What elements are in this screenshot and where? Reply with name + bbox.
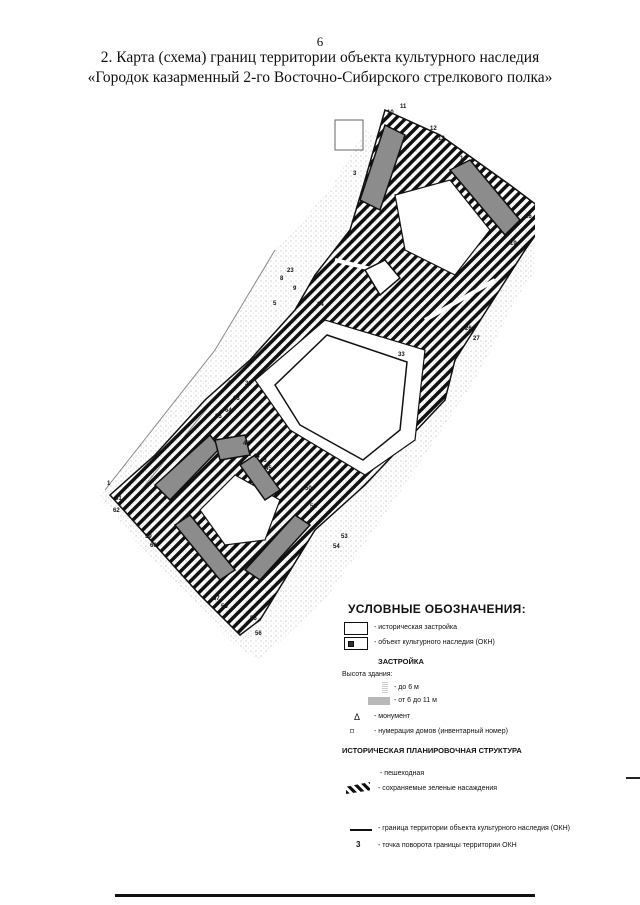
legend-height-label: Высота здания: (342, 671, 393, 678)
point-label: 63 (233, 396, 240, 402)
point-label: 42 (243, 441, 250, 447)
building-ne-1 (359, 123, 406, 212)
building-outline-ne (334, 119, 364, 151)
legend-pedestrian: - пешеходная (380, 770, 425, 777)
point-label: 54 (333, 544, 340, 550)
point-label: 14 (460, 156, 467, 162)
title-line-1: 2. Карта (схема) границ территории объек… (100, 49, 540, 66)
legend-section-buildings: ЗАСТРОЙКА (378, 657, 424, 666)
legend-height-mid: - от 6 до 11 м (394, 697, 437, 704)
point-label: 30 (245, 381, 252, 387)
point-label: 64 (225, 408, 232, 414)
point-label: 65 (215, 414, 222, 420)
page-number: 6 (316, 34, 324, 49)
point-label: 16 (525, 214, 532, 220)
turn-point-symbol: 3 (356, 840, 361, 849)
edge-mark (626, 777, 640, 779)
legend-house-numbers: - нумерация домов (инвентарный номер) (374, 728, 508, 735)
okn-object-swatch (344, 637, 368, 650)
point-label: 10 (387, 110, 394, 116)
point-label: 57 (213, 596, 220, 602)
point-label: 23 (287, 268, 294, 274)
historic-building-swatch (344, 622, 368, 635)
point-label: 3 (353, 171, 357, 177)
green-hatch-swatch (346, 782, 370, 794)
monument-icon: Δ (354, 712, 361, 722)
map-legend: УСЛОВНЫЕ ОБОЗНАЧЕНИЯ: - историческая зас… (340, 602, 630, 849)
point-label: 59 (145, 534, 152, 540)
point-label: 53 (341, 534, 348, 540)
parade-ground (274, 334, 408, 461)
building-mid (238, 453, 282, 502)
point-label: 8 (280, 276, 284, 282)
point-label: 19 (510, 241, 517, 247)
point-label: 34 (317, 302, 324, 308)
bottom-rule (115, 894, 535, 897)
point-label: 55 (250, 616, 257, 622)
point-label: 13 (438, 136, 445, 142)
title-line-2: «Городок казарменный 2-го Восточно-Сибир… (87, 69, 553, 86)
point-label: 60 (150, 543, 157, 549)
point-label: 5 (273, 301, 277, 307)
point-label: 43 (260, 458, 267, 464)
height-mid-swatch (368, 697, 390, 705)
legend-title: УСЛОВНЫЕ ОБОЗНАЧЕНИЯ: (348, 602, 526, 616)
legend-okn-object: - объект культурного наследия (ОКН) (374, 639, 495, 646)
building-s-2 (243, 514, 312, 581)
boundary-line-swatch (350, 829, 372, 831)
legend-green: - сохраняемые зеленые насаждения (378, 785, 498, 792)
legend-turn-point: - точка поворота границы территории ОКН (378, 842, 517, 849)
legend-monument: - монумент (374, 713, 411, 720)
north-courtyard (394, 179, 491, 276)
street-line (104, 249, 276, 491)
point-label: 26 (465, 326, 472, 332)
point-label: 27 (473, 336, 480, 342)
point-label: 1 (107, 481, 111, 487)
legend-historic-building: - историческая застройка (374, 624, 458, 631)
building-ne-2 (448, 159, 522, 237)
point-label: 56 (255, 631, 262, 637)
point-label: 12 (430, 126, 437, 132)
point-label: 33 (398, 352, 405, 358)
territory-map: 10 11 12 13 14 16 19 21 23 26 27 30 33 3… (100, 104, 535, 660)
legend-height-low: - до 6 м (394, 684, 419, 691)
point-label: 9 (293, 286, 297, 292)
point-label: 11 (400, 104, 407, 110)
point-label: 50 (305, 486, 312, 492)
point-label: 45 (265, 466, 272, 472)
legend-section-structure: ИСТОРИЧЕСКАЯ ПЛАНИРОВОЧНАЯ СТРУКТУРА (342, 746, 522, 755)
house-number-icon: ⌑ (350, 727, 355, 736)
point-label: 51 (310, 504, 317, 510)
point-label: 62 (113, 508, 120, 514)
building-center (363, 259, 402, 297)
point-label: 61 (115, 496, 122, 502)
page-title: 2. Карта (схема) границ территории объек… (0, 48, 640, 88)
point-label: 58 (221, 604, 228, 610)
point-label: 44 (253, 454, 260, 460)
building-sw-2 (214, 434, 251, 461)
building-s-1 (173, 513, 237, 582)
legend-boundary: - граница территории объекта культурного… (378, 825, 570, 832)
height-low-swatch (382, 681, 388, 693)
